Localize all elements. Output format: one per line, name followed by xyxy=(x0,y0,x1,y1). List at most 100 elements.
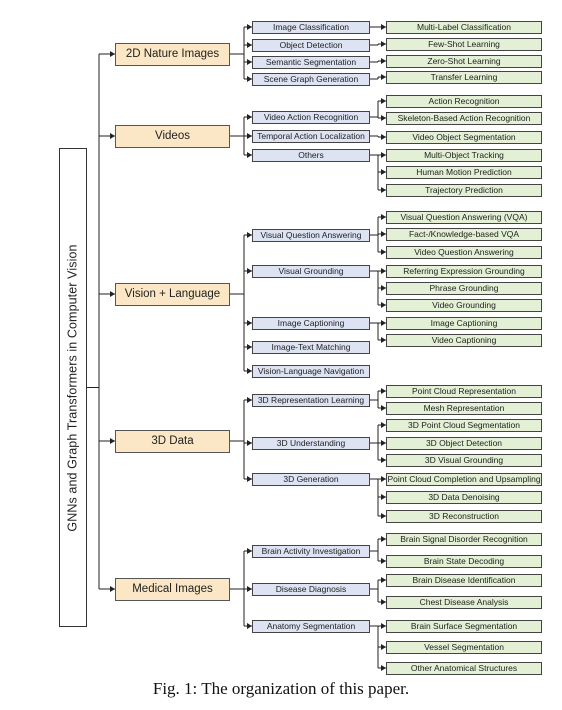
arrowhead-icon xyxy=(247,133,252,139)
leaf-node: Video Object Segmentation xyxy=(386,130,542,144)
leaf-label: Fact-/Knowledge-based VQA xyxy=(408,229,520,239)
subtopic-label: Image Captioning xyxy=(277,318,345,328)
arrowhead-icon xyxy=(247,476,252,482)
arrowhead-icon xyxy=(381,577,386,583)
arrowhead-icon xyxy=(247,59,252,65)
leaf-node: Phrase Grounding xyxy=(386,281,542,295)
arrowhead-icon xyxy=(381,268,386,274)
leaf-node: 3D Visual Grounding xyxy=(386,453,542,467)
subtopic-label: Anatomy Segmentation xyxy=(266,621,356,631)
leaf-label: Brain Surface Segmentation xyxy=(410,621,518,631)
leaf-label: Video Grounding xyxy=(432,300,496,310)
leaf-node: 3D Object Detection xyxy=(386,436,542,450)
leaf-label: Video Captioning xyxy=(431,335,497,345)
leaf-label: Point Cloud Completion and Upsampling xyxy=(387,474,541,484)
subtopic-node: Others xyxy=(252,148,370,162)
leaf-label: Visual Question Answering (VQA) xyxy=(400,212,528,222)
leaf-node: Fact-/Knowledge-based VQA xyxy=(386,227,542,241)
leaf-node: Brain State Decoding xyxy=(386,554,542,568)
arrowhead-icon xyxy=(110,133,115,139)
arrowhead-icon xyxy=(381,476,386,482)
leaf-node: 3D Reconstruction xyxy=(386,509,542,523)
leaf-node: Brain Disease Identification xyxy=(386,573,542,587)
arrowhead-icon xyxy=(247,548,252,554)
arrowhead-icon xyxy=(247,114,252,120)
leaf-node: Video Captioning xyxy=(386,333,542,347)
leaf-label: Zero-Shot Learning xyxy=(427,56,501,66)
arrowhead-icon xyxy=(381,41,386,47)
arrowhead-icon xyxy=(381,388,386,394)
subtopic-node: Semantic Segmentation xyxy=(252,55,370,69)
category-node: 3D Data xyxy=(115,429,230,453)
subtopic-label: Disease Diagnosis xyxy=(275,584,347,594)
arrowhead-icon xyxy=(247,152,252,158)
arrowhead-icon xyxy=(381,665,386,671)
subtopic-label: Semantic Segmentation xyxy=(265,57,357,67)
arrowhead-icon xyxy=(247,42,252,48)
arrowhead-icon xyxy=(381,405,386,411)
leaf-label: Few-Shot Learning xyxy=(428,39,500,49)
subtopic-label: 3D Understanding xyxy=(276,438,346,448)
subtopic-label: Scene Graph Generation xyxy=(263,74,359,84)
arrowhead-icon xyxy=(381,98,386,104)
arrowhead-icon xyxy=(247,623,252,629)
subtopic-label: Object Detection xyxy=(279,40,343,50)
subtopic-node: Disease Diagnosis xyxy=(252,582,370,596)
arrowhead-icon xyxy=(381,58,386,64)
subtopic-node: Video Action Recognition xyxy=(252,110,370,124)
subtopic-node: Image Captioning xyxy=(252,316,370,330)
arrowhead-icon xyxy=(381,623,386,629)
leaf-label: 3D Reconstruction xyxy=(429,511,499,521)
category-label: Videos xyxy=(155,130,190,142)
leaf-label: Trajectory Prediction xyxy=(425,185,503,195)
category-label: 3D Data xyxy=(151,435,194,447)
leaf-node: Brain Signal Disorder Recognition xyxy=(386,532,542,546)
arrowhead-icon xyxy=(381,440,386,446)
leaf-label: Vessel Segmentation xyxy=(424,642,504,652)
subtopic-node: Scene Graph Generation xyxy=(252,72,370,86)
arrowhead-icon xyxy=(381,558,386,564)
arrowhead-icon xyxy=(381,644,386,650)
arrowhead-icon xyxy=(381,513,386,519)
subtopic-label: Brain Activity Investigation xyxy=(261,546,361,556)
leaf-node: Human Motion Prediction xyxy=(386,165,542,179)
leaf-node: Video Grounding xyxy=(386,298,542,312)
leaf-label: 3D Point Cloud Segmentation xyxy=(408,420,520,430)
arrowhead-icon xyxy=(381,115,386,121)
subtopic-node: Image-Text Matching xyxy=(252,340,370,354)
arrowhead-icon xyxy=(247,586,252,592)
leaf-label: Video Question Answering xyxy=(414,247,514,257)
leaf-label: Brain State Decoding xyxy=(423,556,505,566)
leaf-node: Point Cloud Completion and Upsampling xyxy=(386,472,542,486)
leaf-node: Multi-Object Tracking xyxy=(386,148,542,162)
subtopic-node: Visual Question Answering xyxy=(252,228,370,242)
arrowhead-icon xyxy=(381,536,386,542)
leaf-node: Vessel Segmentation xyxy=(386,640,542,654)
subtopic-node: Temporal Action Localization xyxy=(252,129,370,143)
leaf-label: Phrase Grounding xyxy=(429,283,499,293)
leaf-label: 3D Visual Grounding xyxy=(424,455,504,465)
root-label: GNNs and Graph Transformers in Computer … xyxy=(66,243,80,532)
leaf-label: Human Motion Prediction xyxy=(416,167,512,177)
leaf-label: Chest Disease Analysis xyxy=(419,597,509,607)
leaf-node: Action Recognition xyxy=(386,94,542,108)
arrowhead-icon xyxy=(381,214,386,220)
arrowhead-icon xyxy=(247,232,252,238)
leaf-label: Other Anatomical Structures xyxy=(410,663,518,673)
leaf-node: Multi-Label Classification xyxy=(386,20,542,34)
arrowhead-icon xyxy=(381,599,386,605)
subtopic-label: Image Classification xyxy=(272,22,350,32)
leaf-label: Brain Disease Identification xyxy=(412,575,516,585)
arrowhead-icon xyxy=(110,291,115,297)
subtopic-node: 3D Generation xyxy=(252,472,370,486)
arrowhead-icon xyxy=(381,285,386,291)
leaf-node: Brain Surface Segmentation xyxy=(386,619,542,633)
leaf-node: Image Captioning xyxy=(386,316,542,330)
arrowhead-icon xyxy=(381,494,386,500)
leaf-label: Point Cloud Representation xyxy=(412,386,516,396)
subtopic-node: 3D Representation Learning xyxy=(252,393,370,407)
arrowhead-icon xyxy=(110,586,115,592)
arrowhead-icon xyxy=(381,249,386,255)
category-node: Videos xyxy=(115,124,230,148)
